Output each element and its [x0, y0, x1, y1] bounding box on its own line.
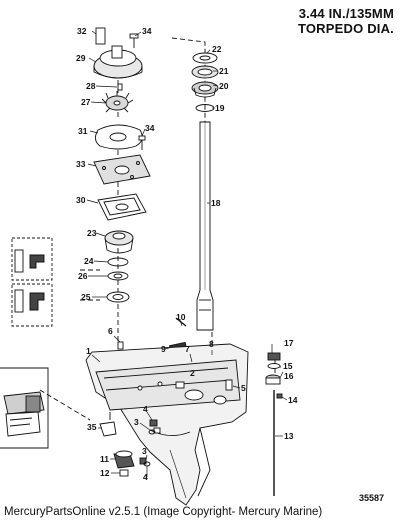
part-26-seal [107, 271, 129, 281]
callout-4-lower: 4 [143, 472, 148, 482]
part-22-seal [192, 52, 218, 64]
callout-11: 11 [100, 454, 109, 464]
torpedo-size-subtitle: TORPEDO DIA. [297, 21, 394, 36]
callout-labels: 32 34 29 28 27 31 34 33 30 23 24 26 25 2… [76, 26, 298, 482]
callout-3-lower: 3 [142, 446, 147, 456]
part-1-gear-housing [85, 343, 249, 506]
part-11-anode [113, 450, 135, 469]
callout-28: 28 [86, 81, 96, 91]
part-30-gasket [97, 193, 147, 221]
part-6-dowel [117, 341, 124, 350]
callout-13: 13 [284, 431, 294, 441]
callout-5: 5 [241, 383, 246, 393]
part-20-bearing [191, 81, 219, 98]
callout-24: 24 [84, 256, 94, 266]
callout-15: 15 [283, 361, 293, 371]
copyright-footer: MercuryPartsOnline v2.5.1 (Image Copyrig… [4, 506, 323, 518]
trim-tab-detail-inset [0, 367, 49, 449]
part-31-gasket [95, 124, 143, 150]
callout-3-upper: 3 [134, 417, 139, 427]
part-23-carrier [104, 230, 134, 254]
part-14-screw [276, 393, 283, 399]
callout-9: 9 [161, 344, 166, 354]
part-33-plate [93, 154, 151, 185]
part-16-bushing [265, 374, 281, 385]
part-28-key [117, 83, 123, 91]
callout-8: 8 [209, 339, 214, 349]
part-25-seal [106, 291, 130, 303]
callout-27: 27 [81, 97, 91, 107]
callout-19: 19 [215, 103, 225, 113]
part-15-washer [267, 363, 281, 369]
callout-30: 30 [76, 195, 86, 205]
part-17-nut [267, 352, 281, 361]
part-34-screw-top [129, 33, 139, 48]
callout-7: 7 [185, 344, 190, 354]
part-3-washer-upper [148, 429, 156, 435]
diagram-code: 35587 [358, 493, 384, 503]
callout-16: 16 [284, 371, 294, 381]
callout-35: 35 [87, 422, 97, 432]
part-35-trim-tab [99, 412, 117, 437]
part-21-bearing-cup [191, 65, 219, 79]
callout-leader-lines [86, 30, 288, 477]
callout-20: 20 [219, 81, 229, 91]
callout-33: 33 [76, 159, 86, 169]
callout-21: 21 [219, 66, 229, 76]
callout-1: 1 [86, 346, 91, 356]
part-4-screw-lower [139, 457, 147, 465]
callout-32: 32 [77, 26, 87, 36]
callout-22: 22 [212, 44, 222, 54]
callout-29: 29 [76, 53, 86, 63]
callout-23: 23 [87, 228, 97, 238]
callout-31: 31 [78, 126, 88, 136]
callout-2: 2 [190, 368, 195, 378]
callout-34-top: 34 [142, 26, 152, 36]
callout-10: 10 [176, 312, 186, 322]
part-27-impeller [101, 91, 134, 113]
callout-4-upper: 4 [143, 404, 148, 414]
part-32-sleeve [95, 27, 106, 45]
callout-18: 18 [211, 198, 221, 208]
callout-26: 26 [78, 271, 88, 281]
seal-detail-insets [11, 237, 53, 327]
part-12-nut [119, 469, 129, 477]
callout-12: 12 [100, 468, 110, 478]
callout-14: 14 [288, 395, 298, 405]
callout-17: 17 [284, 338, 294, 348]
part-18-driveshaft [196, 121, 214, 331]
part-5-plug [225, 379, 233, 391]
torpedo-size-title: 3.44 IN./135MM [298, 6, 394, 21]
callout-25: 25 [81, 292, 91, 302]
callout-34-mid: 34 [145, 123, 155, 133]
part-29-pump-housing [93, 45, 143, 79]
callout-6: 6 [108, 326, 113, 336]
